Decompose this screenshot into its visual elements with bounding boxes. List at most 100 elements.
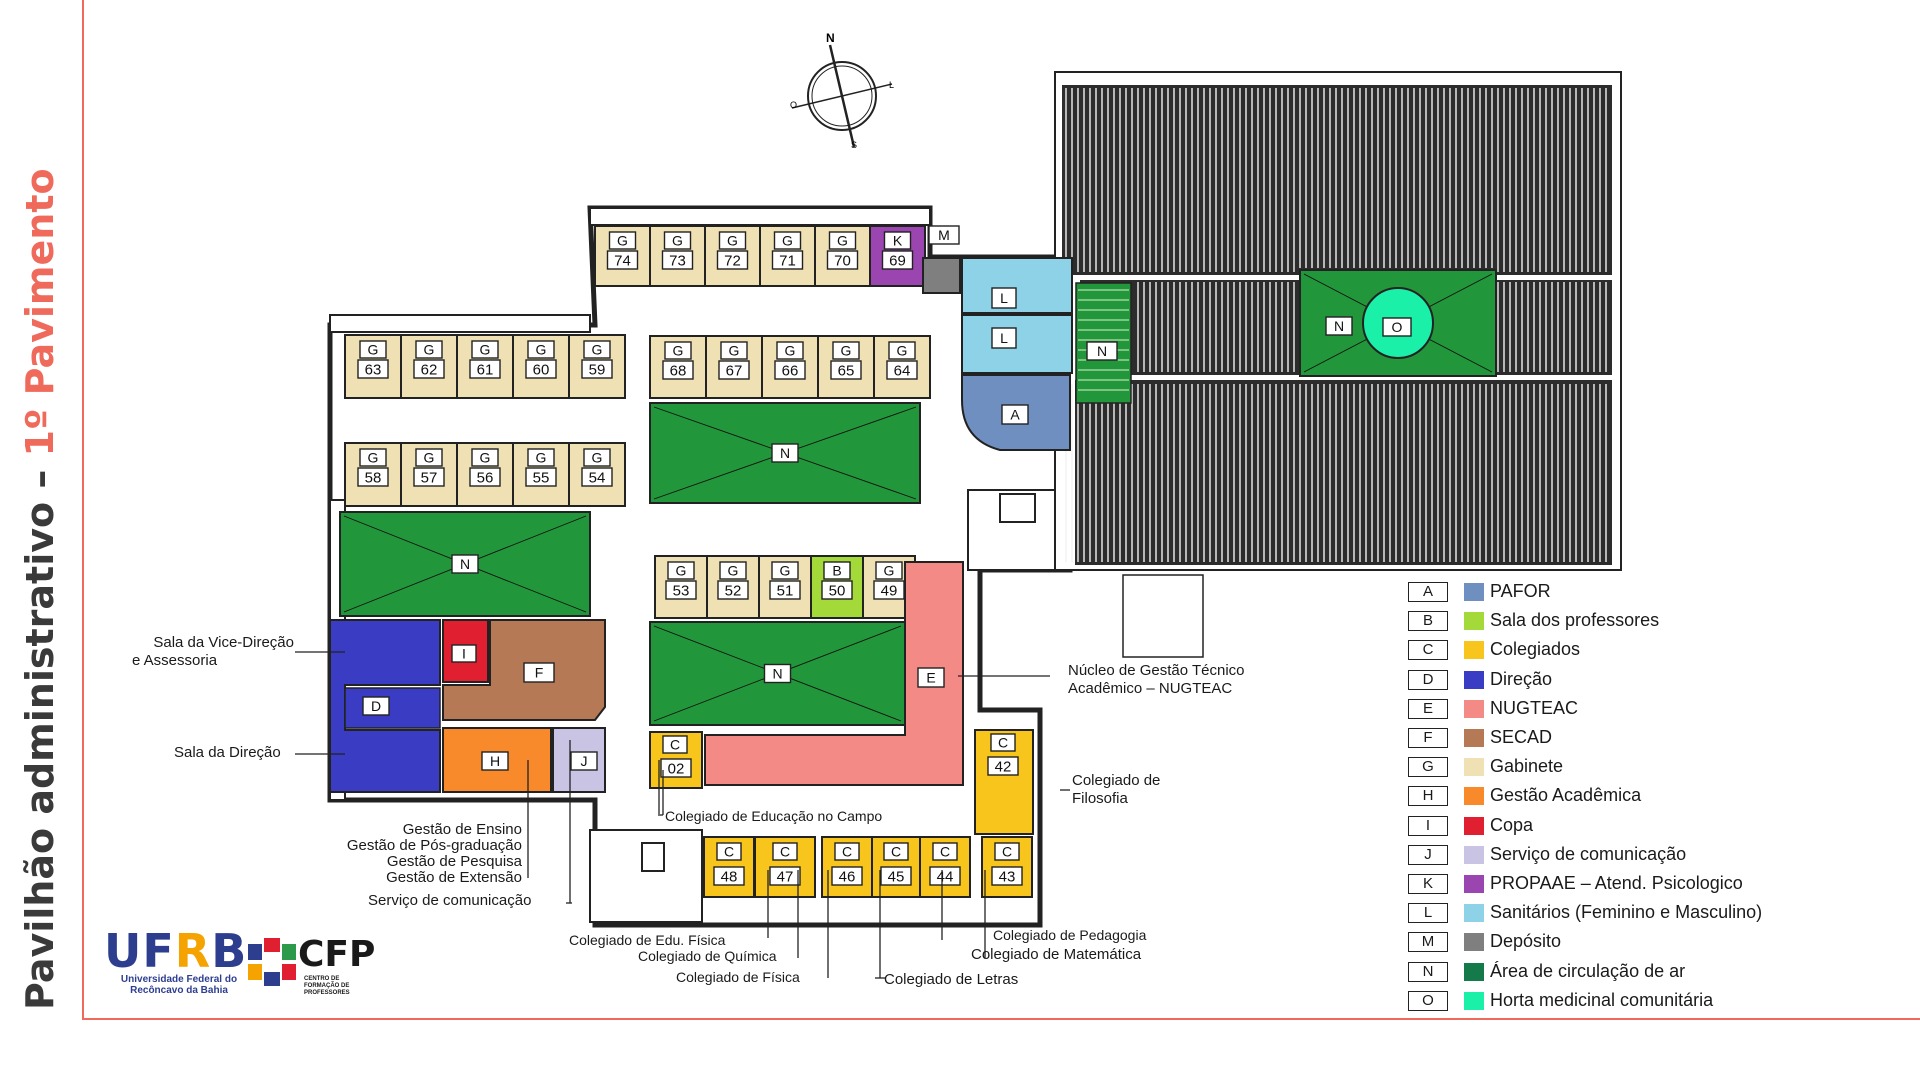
room-69-key-box [883,231,912,250]
room-56: G56 [456,442,514,507]
room-57-key-box [415,448,443,467]
legend-swatch [1464,787,1484,806]
annotation-filosofia: Colegiado de Filosofia [1072,772,1160,808]
legend-swatch [1464,729,1484,747]
legend-label: Copa [1490,814,1534,835]
room-pafor: A [961,374,1071,451]
room-direcao-key: D [371,698,381,714]
room-65: G65 [817,335,875,399]
room-74-key-box [608,231,637,250]
annotation-vice-direcao-line1: Sala da Vice-Direção [153,634,294,651]
room-42-key-box [990,733,1016,752]
room-61-key-box [471,340,499,359]
room-72-key-box [718,231,747,250]
air-area-west: N [339,511,591,617]
room-64-number: 64 [894,362,911,379]
cfp-mark-icon [248,938,296,986]
air-area-center-key-box [763,663,792,684]
room-sanitario-2-key-box [991,327,1017,349]
stair-southwest [589,829,703,923]
room-71-key-box [773,231,802,250]
room-64-key: G [897,343,908,359]
room-70-number: 70 [834,252,851,269]
legend-label: Colegiados [1490,639,1581,660]
room-54-number-box [581,467,613,487]
room-02-number: 02 [668,760,685,777]
room-64-number-box [886,360,918,380]
room-65-number-box [830,360,862,380]
legend-swatch [1464,991,1484,1010]
cfp-logo-text: CFP [298,934,376,975]
legend-swatch [1464,875,1484,893]
room-pafor-key-box [1001,404,1029,425]
room-72-key: G [727,233,738,249]
legend-label: Direção [1490,668,1553,689]
room-59: G59 [568,334,626,399]
room-65-key-box [832,341,860,360]
room-50-number: 50 [829,582,846,599]
legend-label: Área de circulação de ar [1490,960,1686,981]
room-69-key: K [893,233,903,249]
room-58: G58 [344,442,402,507]
room-42-key: C [998,735,1008,751]
room-54: G54 [568,442,626,507]
room-62-key-box [415,340,443,359]
room-sanitario-2: L [961,314,1073,374]
room-64: G 64 [873,335,931,399]
room-deposito-fill [922,257,961,294]
leader-lines [295,651,1070,979]
legend-key: I [1408,815,1448,836]
room-49-key: G [884,563,895,579]
room-70-number-box [826,250,859,270]
legend-swatch [1464,670,1484,689]
room-51: G51 [758,555,812,619]
room-58-number-box [357,467,389,487]
room-46-key: C [842,844,852,860]
room-73-number-box [661,250,694,270]
room-54-key-box [583,448,611,467]
room-52-number-box [717,580,749,600]
room-deposito: M [922,225,961,294]
annotation-gestao-pos: Gestão de Pós-graduação [346,837,522,854]
room-servico-comunicacao-key: J [581,753,588,769]
room-51-number-box [769,580,801,600]
air-area-center-key: N [772,666,782,682]
room-nugteac-fill [704,561,964,786]
room-44-number-box [929,866,961,886]
room-direcao: D [329,619,441,793]
elevator-east [999,493,1036,523]
room-55-number: 55 [533,469,550,486]
room-44-key: C [940,844,950,860]
room-52-key-box [719,561,747,580]
room-50-key: B [832,563,841,579]
room-copa-key-box [451,644,477,663]
legend-label: NUGTEAC [1490,697,1579,718]
room-47-key-box [772,842,798,861]
legend-label: Serviço de comunicação [1490,843,1687,864]
room-69-number: 69 [889,252,906,269]
room-pafor-key: A [1010,407,1020,423]
annotation-vice-direcao-line2: e Assessoria [132,652,218,669]
room-nugteac: E [704,561,964,786]
room-02-key: C [670,737,680,753]
legend-key: M [1408,932,1448,953]
room-55-key: G [536,450,547,466]
room-72-number-box [716,250,749,270]
room-43-number: 43 [999,868,1016,885]
legend-swatch [1464,962,1484,981]
room-68-key: G [673,343,684,359]
stair-east [967,489,1069,571]
room-sanitario-2-fill [961,314,1073,374]
room-sanitario-1-fill [961,257,1073,314]
legend-key: A [1408,582,1448,602]
air-area-center: N [649,621,906,726]
room-52-number: 52 [725,582,742,599]
room-62-number: 62 [421,361,438,378]
room-46-number: 46 [839,868,856,885]
annotation-vice-direcao: Sala da Vice-Direção e Assessoria [132,634,294,670]
room-59-number: 59 [589,361,606,378]
room-67-number-box [718,360,750,380]
